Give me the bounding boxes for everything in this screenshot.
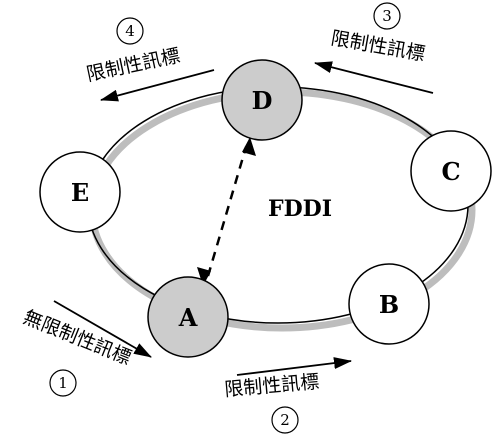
arrowhead-to-a [197,267,211,286]
step-2-number: 2 [280,411,290,429]
step-3-badge [373,2,401,30]
node-b-circle [348,263,430,345]
step-4-label: 限制性訊標 [84,45,182,86]
node-a: A [147,276,229,358]
node-c-circle [410,130,492,212]
step-4-number: 4 [125,22,135,40]
node-c: C [410,130,492,212]
node-b: B [348,263,430,345]
node-e: E [39,151,121,233]
step-1-arrow [53,300,152,358]
step-2-arrow [236,357,352,376]
node-a-label: A [178,303,198,332]
node-a-circle [147,276,229,358]
step-3-number: 3 [382,7,392,25]
step-1: 無限制性訊標 1 [20,300,152,397]
node-e-label: E [71,178,89,207]
step-2-badge [271,406,299,434]
step-2: 限制性訊標 2 [224,357,352,434]
node-d: D [221,59,303,141]
step-4-badge [116,17,144,45]
node-d-circle [221,59,303,141]
step-3-arrow [314,61,434,94]
node-d-label: D [252,86,273,115]
arrowhead-to-d [242,137,256,156]
step-1-number: 1 [58,374,68,392]
node-c-label: C [441,157,460,186]
step-4-arrow [100,69,215,102]
dashed-link-a-d [206,146,248,277]
node-b-label: B [379,290,399,319]
center-label: FDDI [268,196,332,222]
step-3: 3 限制性訊標 [314,2,434,94]
step-4: 4 限制性訊標 [84,17,215,102]
node-e-circle [39,151,121,233]
step-1-badge [49,369,77,397]
step-3-label: 限制性訊標 [329,27,426,65]
